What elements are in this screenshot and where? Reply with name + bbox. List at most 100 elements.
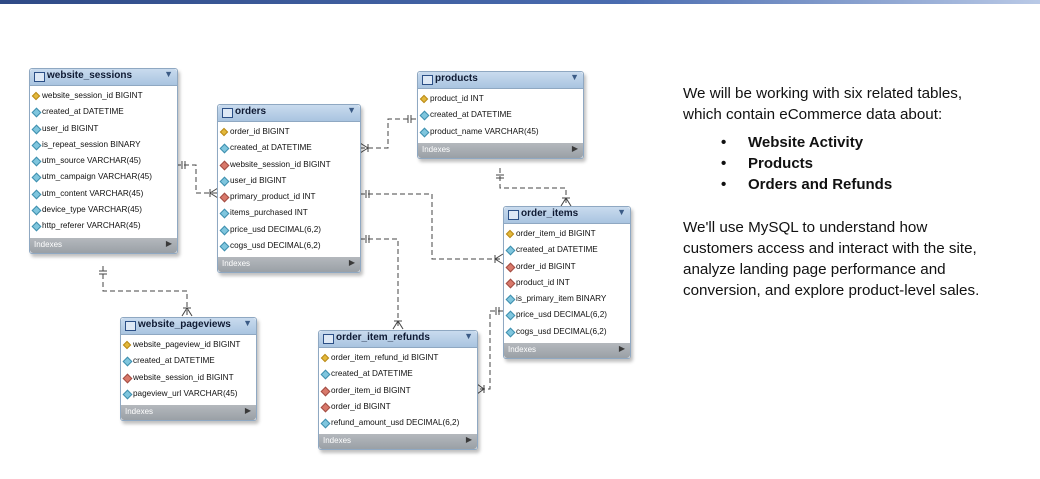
column-label: website_session_id BIGINT — [133, 372, 234, 382]
column-label: order_item_id BIGINT — [331, 385, 411, 395]
column-label: order_item_id BIGINT — [516, 229, 596, 238]
column-label: refund_amount_usd DECIMAL(6,2) — [331, 418, 460, 428]
column-row: utm_content VARCHAR(45) — [30, 186, 177, 202]
column-row: utm_campaign VARCHAR(45) — [30, 169, 177, 185]
column-row: website_pageview_id BIGINT — [121, 337, 256, 353]
expand-arrow-icon[interactable]: ▶ — [571, 143, 578, 153]
column-icon — [31, 107, 42, 118]
bullet-label: Orders and Refunds — [748, 176, 893, 193]
column-label: utm_campaign VARCHAR(45) — [42, 172, 152, 182]
column-row: order_item_id BIGINT — [504, 226, 630, 242]
foreign-key-icon — [122, 373, 133, 384]
table-header: products ▼ — [418, 72, 583, 89]
collapse-arrow-icon[interactable]: ▼ — [347, 105, 356, 115]
connector-orders-orderitems — [360, 193, 503, 260]
column-row: is_primary_item BINARY — [504, 291, 630, 307]
column-label: created_at DATETIME — [516, 245, 598, 255]
column-icon — [219, 225, 230, 236]
column-icon — [419, 110, 430, 121]
column-label: created_at DATETIME — [133, 356, 215, 366]
foreign-key-icon — [505, 278, 516, 289]
table-name: products — [435, 73, 478, 84]
column-label: product_id INT — [430, 94, 484, 103]
column-label: pageview_url VARCHAR(45) — [133, 388, 238, 398]
primary-key-icon — [122, 340, 132, 350]
column-row: cogs_usd DECIMAL(6,2) — [218, 238, 360, 254]
column-label: user_id BIGINT — [230, 175, 287, 185]
table-name: website_sessions — [47, 70, 133, 81]
indexes-footer[interactable]: Indexes ▶ — [418, 142, 583, 158]
connector-orders-refunds — [360, 238, 399, 329]
connector-sessions-pageviews — [102, 266, 188, 316]
collapse-arrow-icon[interactable]: ▼ — [164, 69, 173, 79]
table-orders[interactable]: orders ▼ order_id BIGINT created_at DATE… — [217, 104, 361, 274]
column-icon — [219, 143, 230, 154]
column-icon — [320, 418, 331, 429]
indexes-footer[interactable]: Indexes ▶ — [121, 405, 256, 421]
expand-arrow-icon[interactable]: ▶ — [618, 344, 625, 354]
column-icon — [122, 356, 133, 367]
bullet-icon: • — [721, 176, 727, 193]
column-row: items_purchased INT — [218, 205, 360, 221]
column-row: order_item_id BIGINT — [319, 383, 477, 399]
table-header: order_items ▼ — [504, 207, 630, 224]
column-row: price_usd DECIMAL(6,2) — [504, 307, 630, 323]
column-icon — [31, 124, 42, 135]
column-label: http_referer VARCHAR(45) — [42, 221, 141, 231]
column-label: price_usd DECIMAL(6,2) — [516, 310, 608, 320]
paragraph-line-1: We'll use MySQL to understand how — [683, 219, 928, 236]
table-products[interactable]: products ▼ product_id INT created_at DAT… — [417, 71, 584, 159]
table-header: orders ▼ — [218, 105, 360, 122]
connector-orderitems-refunds — [477, 310, 503, 390]
table-website-pageviews[interactable]: website_pageviews ▼ website_pageview_id … — [120, 317, 257, 422]
indexes-label: Indexes — [222, 259, 251, 269]
collapse-arrow-icon[interactable]: ▼ — [617, 207, 626, 217]
indexes-footer[interactable]: Indexes ▶ — [319, 434, 477, 450]
table-website-sessions[interactable]: website_sessions ▼ website_session_id BI… — [29, 68, 178, 254]
column-icon — [219, 176, 230, 187]
column-label: website_session_id BIGINT — [230, 159, 331, 169]
indexes-footer[interactable]: Indexes ▶ — [30, 237, 177, 253]
indexes-label: Indexes — [422, 144, 451, 154]
column-row: refund_amount_usd DECIMAL(6,2) — [319, 415, 477, 431]
column-icon — [320, 369, 331, 380]
expand-arrow-icon[interactable]: ▶ — [244, 406, 251, 416]
indexes-label: Indexes — [34, 239, 63, 249]
table-header: order_item_refunds ▼ — [319, 331, 477, 348]
column-label: utm_content VARCHAR(45) — [42, 188, 144, 198]
column-label: is_repeat_session BINARY — [42, 139, 141, 149]
column-icon — [505, 327, 516, 338]
indexes-footer[interactable]: Indexes ▶ — [504, 343, 630, 359]
column-row: product_name VARCHAR(45) — [418, 124, 583, 140]
table-name: orders — [235, 106, 267, 117]
column-row: user_id BIGINT — [30, 121, 177, 137]
column-row: created_at DATETIME — [30, 104, 177, 120]
column-row: order_id BIGINT — [504, 259, 630, 275]
column-label: order_id BIGINT — [516, 261, 576, 271]
expand-arrow-icon[interactable]: ▶ — [348, 258, 355, 268]
foreign-key-icon — [219, 160, 230, 171]
column-label: order_id BIGINT — [230, 127, 290, 136]
column-icon — [505, 245, 516, 256]
column-icon — [219, 241, 230, 252]
table-icon — [508, 210, 519, 220]
column-row: website_session_id BIGINT — [121, 370, 256, 386]
column-row: product_id INT — [418, 91, 583, 107]
table-icon — [422, 75, 433, 85]
expand-arrow-icon[interactable]: ▶ — [165, 238, 172, 248]
table-order-item-refunds[interactable]: order_item_refunds ▼ order_item_refund_i… — [318, 330, 478, 451]
table-order-items[interactable]: order_items ▼ order_item_id BIGINT creat… — [503, 206, 631, 360]
column-row: created_at DATETIME — [319, 366, 477, 382]
collapse-arrow-icon[interactable]: ▼ — [243, 318, 252, 328]
column-label: created_at DATETIME — [331, 369, 413, 379]
indexes-label: Indexes — [323, 436, 352, 446]
column-row: cogs_usd DECIMAL(6,2) — [504, 324, 630, 340]
collapse-arrow-icon[interactable]: ▼ — [464, 331, 473, 341]
collapse-arrow-icon[interactable]: ▼ — [570, 72, 579, 82]
indexes-footer[interactable]: Indexes ▶ — [218, 257, 360, 273]
expand-arrow-icon[interactable]: ▶ — [465, 435, 472, 445]
column-label: created_at DATETIME — [42, 107, 124, 117]
primary-key-icon — [320, 353, 330, 363]
column-row: product_id INT — [504, 275, 630, 291]
connector-sessions-orders — [176, 164, 218, 194]
